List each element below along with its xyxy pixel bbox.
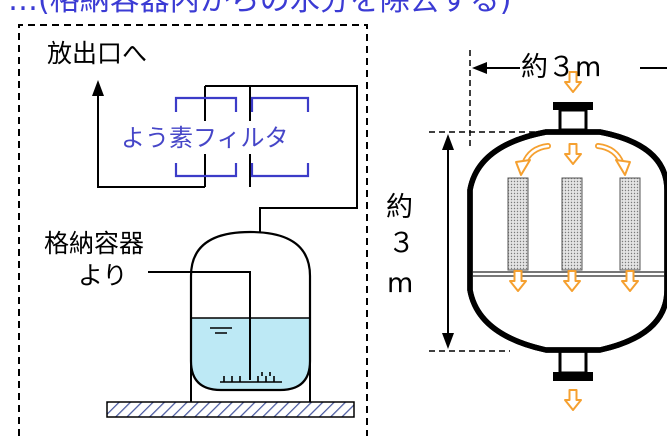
iodine-filter: よう素フィルタ [118,86,328,187]
vessel-outline [189,230,312,392]
filter-element-2 [561,177,583,271]
outlet-pipe [97,96,205,188]
height-label-char3: m [387,268,413,299]
arrow-down-icon [564,389,582,411]
filter-element-1 [507,177,529,271]
filter-element-3 [619,177,641,271]
filter-element-left [174,96,238,178]
height-label-char2: ３ [388,228,415,259]
left-panel: 放出口へ よう素フィルタ 格納容器 より [18,24,368,436]
scrubber-vessel [148,230,312,402]
right-panel: 約３m 約 ３ m [386,48,667,411]
width-label: 約３m [521,52,601,83]
inlet-pipe-to-filter [205,85,358,232]
header-text: …(格納容器内からの水分を除去する) [8,0,511,18]
filter-vessel [467,102,667,381]
flow-arrows [509,71,639,411]
floor-slab [106,401,355,418]
double-arrow-icon [472,62,487,74]
source-label-line1: 格納容器 [44,229,144,258]
left-panel-border [18,24,368,436]
arrow-up-icon [92,80,104,96]
source-label-line2: より [78,261,128,290]
filter-element-right [250,96,310,178]
filter-label: よう素フィルタ [121,124,289,152]
inlet-pipe [148,271,251,380]
outlet-label: 放出口へ [47,39,147,68]
height-label-char1: 約 [386,192,413,223]
sparger [220,372,282,383]
